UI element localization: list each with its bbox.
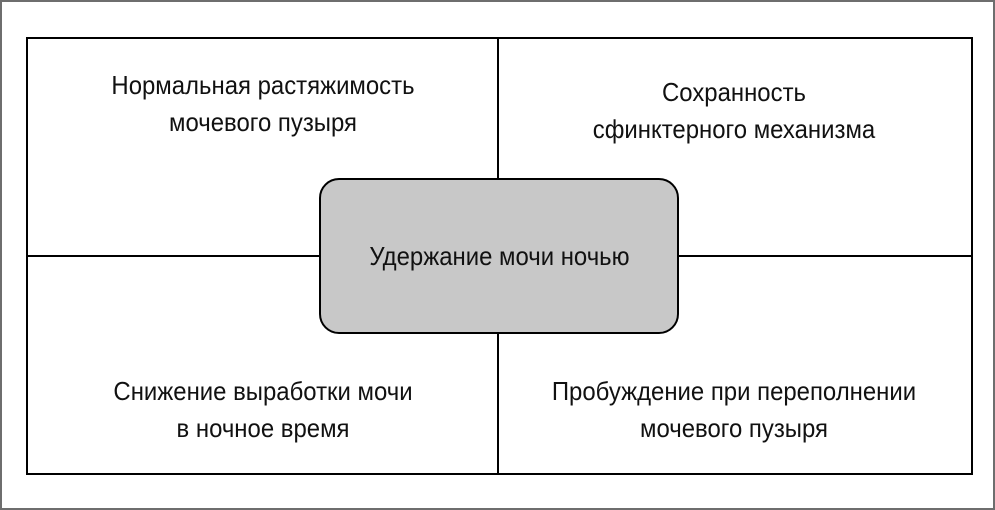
quadrant-text-line: Сохранность — [662, 77, 806, 107]
quadrant-top-right: Сохранность сфинктерного механизма — [519, 74, 950, 148]
center-node-label: Удержание мочи ночью — [368, 240, 630, 271]
quadrant-text-line: Снижение выработки мочи — [113, 376, 413, 406]
quadrant-text-line: сфинктерного механизма — [592, 114, 876, 144]
quadrant-text-line: мочевого пузыря — [169, 107, 357, 137]
quadrant-bottom-right: Пробуждение при переполнении мочевого пу… — [519, 373, 950, 447]
quadrant-bottom-left: Снижение выработки мочи в ночное время — [49, 373, 478, 447]
quadrant-text-line: в ночное время — [176, 413, 350, 443]
quadrant-text-line: мочевого пузыря — [640, 413, 828, 443]
center-node: Удержание мочи ночью — [319, 178, 679, 334]
quadrant-top-left: Нормальная растяжимость мочевого пузыря — [49, 67, 478, 141]
quadrant-text-line: Пробуждение при переполнении — [551, 376, 917, 406]
quadrant-text-line: Нормальная растяжимость — [111, 70, 415, 100]
